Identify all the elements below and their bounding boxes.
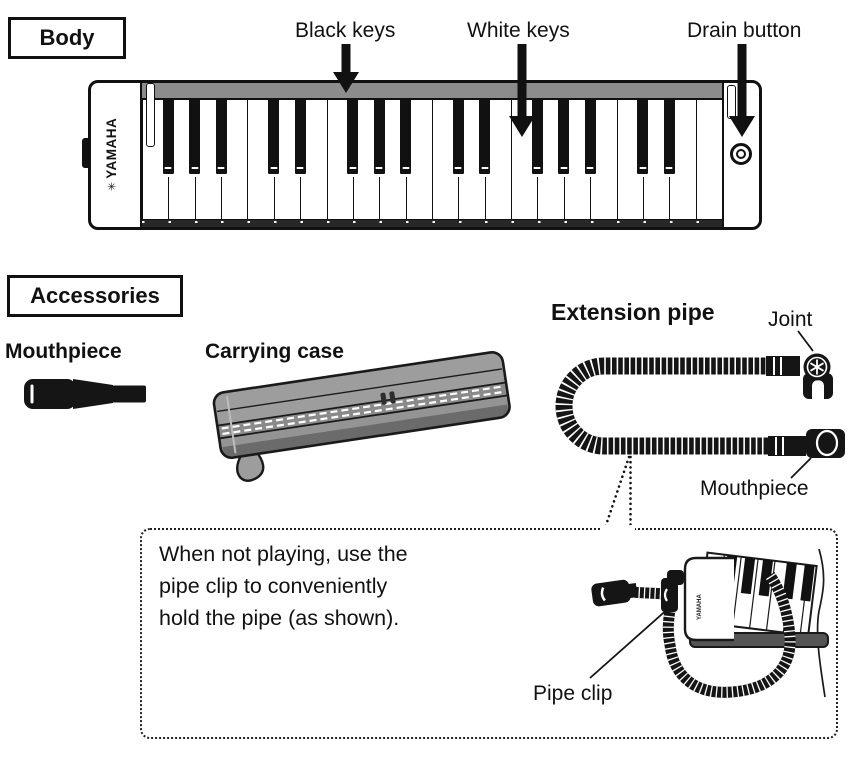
note-line-1: When not playing, use the <box>159 542 408 566</box>
accessories-section-title: Accessories <box>30 283 160 308</box>
body-section-title: Body <box>39 25 95 50</box>
pipe-mouthpiece-leader-line <box>790 457 812 479</box>
black-key <box>477 100 493 177</box>
extension-pipe-label: Extension pipe <box>551 299 715 325</box>
black-key <box>345 100 361 177</box>
arrow-shaft <box>517 44 527 117</box>
note-box-border-gap <box>601 525 635 535</box>
white-key <box>695 100 722 219</box>
drain-button-label: Drain button <box>687 19 802 42</box>
body-section-title-box: Body <box>8 17 126 59</box>
mouthpiece-label: Mouthpiece <box>5 340 122 363</box>
callout-dotted-lines <box>602 455 632 533</box>
left-vent-slot <box>146 83 155 147</box>
carrying-case-illustration <box>212 351 511 482</box>
black-key <box>292 100 308 177</box>
white-keys-label: White keys <box>467 19 570 42</box>
joint-label: Joint <box>768 308 813 331</box>
black-key <box>266 100 282 177</box>
black-keys-arrow-icon <box>333 44 359 93</box>
pipe-clip-label: Pipe clip <box>533 682 613 705</box>
extension-pipe-illustration <box>555 330 845 479</box>
yamaha-logo: ✳YAMAHA <box>104 118 119 193</box>
arrow-head <box>333 72 359 93</box>
keyboard-top-rail <box>142 83 722 100</box>
pipe-clip <box>661 570 684 612</box>
joint-leader-line <box>797 330 814 352</box>
carrying-case-label: Carrying case <box>205 340 344 363</box>
accessories-section-title-box: Accessories <box>7 275 183 317</box>
arrow-shaft <box>737 44 747 117</box>
mouthpiece-socket-tab <box>82 138 91 168</box>
drain-button-arrow-icon <box>729 44 755 137</box>
drain-button <box>730 143 752 165</box>
yamaha-logo-icon: ✳ <box>105 178 118 193</box>
black-key <box>582 100 598 177</box>
key-area <box>142 100 722 219</box>
brand-text: YAMAHA <box>104 117 119 179</box>
note-line-2: pipe clip to conveniently <box>159 574 388 598</box>
pipe-mouthpiece-label: Mouthpiece <box>700 477 809 500</box>
small-brand-text: YAMAHA <box>697 594 703 620</box>
arrow-head <box>509 116 535 137</box>
left-end-cap: ✳YAMAHA <box>88 80 142 230</box>
black-key <box>371 100 387 177</box>
pipe-clip-leader-line <box>589 606 671 679</box>
black-key <box>556 100 572 177</box>
joint <box>803 353 833 401</box>
black-key <box>661 100 677 177</box>
arrow-shaft <box>341 44 351 73</box>
black-key <box>160 100 176 177</box>
mouthpiece-illustration <box>24 379 146 409</box>
melodica-body-illustration: ✳YAMAHA <box>82 80 762 230</box>
arrow-head <box>729 116 755 137</box>
small-mouthpiece <box>591 579 638 607</box>
white-keys-arrow-icon <box>509 44 535 137</box>
black-keys-label: Black keys <box>295 19 396 42</box>
black-key <box>450 100 466 177</box>
black-key <box>635 100 651 177</box>
note-line-3: hold the pipe (as shown). <box>159 606 400 630</box>
hose <box>555 357 802 455</box>
pipe-mouthpiece <box>806 429 845 458</box>
pipe-clip-illustration: YAMAHA <box>589 548 829 698</box>
black-key <box>187 100 203 177</box>
black-key <box>213 100 229 177</box>
keyboard-bottom-rail <box>142 219 722 228</box>
black-key <box>398 100 414 177</box>
joint-logo-icon <box>810 359 824 375</box>
